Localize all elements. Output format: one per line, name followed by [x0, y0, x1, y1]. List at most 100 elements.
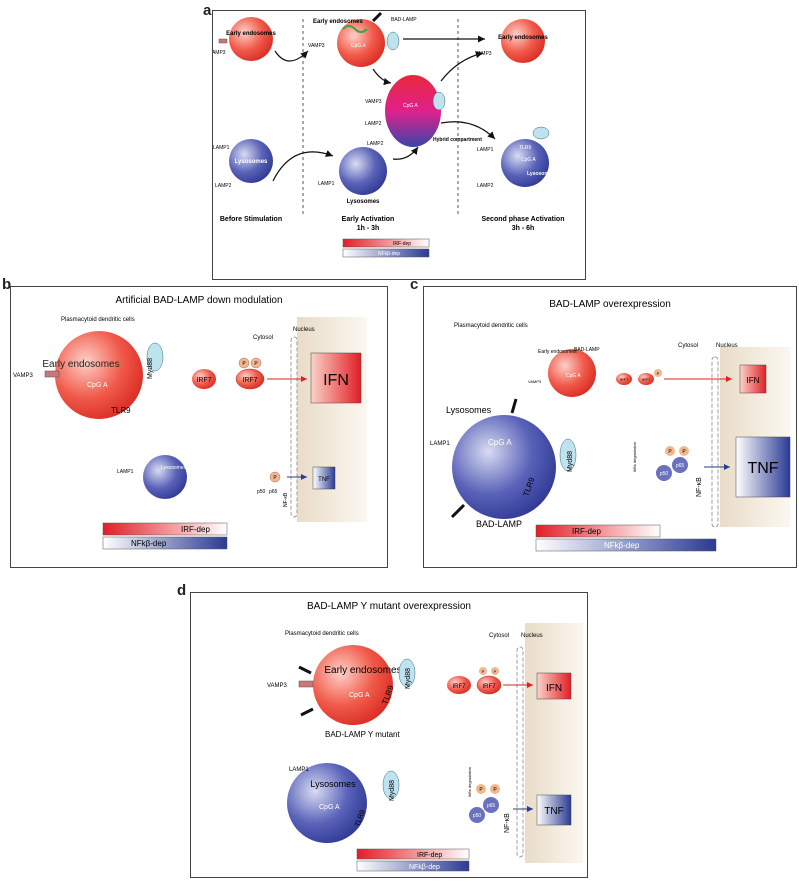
phospho-d1-label: P — [482, 669, 485, 674]
phospho-c1-label: P — [657, 371, 660, 376]
bad-lamp-bar-c2 — [510, 398, 518, 414]
lamp1-label-c: LAMP1 — [430, 441, 450, 447]
panel-c-title: BAD-LAMP overexpression — [549, 299, 671, 310]
lysosome-second — [501, 139, 549, 187]
vamp3-label-c: VAMP3 — [528, 379, 542, 384]
legend-nfkb-bar-d — [356, 860, 470, 872]
phospho-b1-label: P — [242, 361, 246, 367]
nuclear-membrane-b — [290, 336, 298, 518]
arrow-a7 — [440, 121, 496, 140]
cytosol-label-d: Cytosol — [489, 633, 509, 639]
degradation-d: IkBs degradation — [467, 767, 472, 797]
p65-label-c: p65 — [676, 463, 685, 469]
panel-b: Artificial BAD-LAMP down modulation Plas… — [10, 286, 388, 568]
irf7-b1-label: IRF7 — [196, 377, 211, 384]
lysosome-before — [229, 139, 273, 183]
lysosome-b — [143, 455, 187, 499]
legend-irf-label-b: IRF-dep — [181, 525, 210, 534]
bad-lamp-bar-c1 — [450, 503, 466, 519]
panel-a-diagram: Early endosomes VAMP3 Lysosomes LAMP1 LA… — [209, 11, 564, 258]
phospho-d2 — [491, 667, 499, 675]
p65-d — [483, 797, 499, 813]
panel-b-cells: Plasmacytoid dendritic cells — [61, 317, 135, 323]
early-endosome-second — [501, 19, 545, 63]
phospho-d4 — [490, 784, 500, 794]
early-endosome-second-label: Early endosomes — [498, 35, 548, 41]
ifn-label-c: IFN — [747, 376, 760, 385]
bad-lamp-bar — [371, 11, 383, 23]
phospho-c2-label: P — [668, 449, 672, 455]
legend-irf-bar — [342, 238, 430, 248]
lamp2-label-act: LAMP2 — [367, 141, 384, 147]
panel-b-diagram: Artificial BAD-LAMP down modulation Plas… — [13, 295, 367, 550]
vamp3-label-second: VAMP3 — [475, 51, 492, 57]
nuclear-membrane-d — [516, 646, 524, 858]
irf7-d2-label: IRF7 — [482, 684, 496, 690]
tnf-label-c: TNF — [747, 460, 778, 477]
vamp3-label-b: VAMP3 — [13, 373, 34, 379]
legend-nfkb-label-c: NFkβ-dep — [604, 541, 640, 550]
myd88-c — [559, 438, 577, 472]
vamp3-label-hybrid: VAMP3 — [365, 99, 382, 105]
cytosol-label-b: Cytosol — [253, 335, 273, 341]
arrow-a6 — [440, 51, 484, 82]
myd88-d — [398, 658, 416, 688]
p50-label-b: p50 — [257, 489, 266, 495]
cpg-a-b: CpG A — [87, 382, 108, 389]
p50-label-d: p50 — [473, 813, 482, 819]
phospho-c1 — [654, 369, 662, 377]
myd88-bubble-a1 — [386, 31, 400, 51]
bad-lamp-label-a: BAD-LAMP — [391, 17, 417, 23]
panel-c-diagram: BAD-LAMP overexpression Plasmacytoid den… — [430, 299, 791, 552]
phospho-b3 — [269, 471, 281, 483]
irf7-c2-label: IRF7 — [642, 377, 651, 382]
panel-d-diagram: BAD-LAMP Y mutant overexpression Plasmac… — [267, 601, 583, 872]
lysosome-activation — [339, 147, 387, 195]
legend-irf-label-c: IRF-dep — [572, 527, 601, 536]
legend-nfkb-label: NFkβ-dep — [378, 251, 400, 257]
mutant-bar-d2 — [300, 707, 314, 717]
arrow-a1 — [274, 50, 309, 62]
p65-c — [672, 457, 688, 473]
bad-lamp-strand — [342, 25, 368, 33]
p50-d — [469, 807, 485, 823]
mutant-label-d: BAD-LAMP Y mutant — [325, 730, 400, 739]
irf7-b2-label: IRF7 — [242, 377, 257, 384]
tlr9-label-second: TLR9 — [519, 145, 531, 151]
panel-a: Early endosomes VAMP3 Lysosomes LAMP1 LA… — [209, 10, 586, 280]
lysosome-d-label: Lysosomes — [310, 779, 356, 789]
legend-nfkb-bar-b — [102, 536, 228, 550]
legend-irf-label-d: IRF-dep — [417, 852, 442, 859]
before-stimulation-label: Before Stimulation — [220, 216, 282, 223]
legend-irf-bar-b — [102, 522, 228, 536]
early-endosome-c — [548, 349, 596, 397]
hybrid-compartment — [385, 75, 441, 147]
early-endosome-c-label: Early endosomes — [538, 349, 577, 355]
cpg-a-c2: CpG A — [488, 438, 512, 447]
cpg-a-label-second: CpG A — [521, 157, 536, 163]
myd88-label-c: Myd88 — [567, 451, 574, 472]
cpg-a-d2: CpG A — [319, 804, 340, 811]
vamp3-marker-b — [44, 370, 60, 378]
irf7-d1 — [447, 676, 471, 694]
degradation-c: IkBs degradation — [632, 442, 637, 472]
nfkb-label-c: NF-κB — [696, 477, 703, 497]
myd88-d2 — [382, 770, 400, 800]
legend-nfkb-bar — [342, 248, 430, 258]
p50-c — [656, 465, 672, 481]
early-endosome-d — [313, 645, 393, 725]
tnf-box-b — [312, 466, 336, 490]
vamp3-marker — [218, 38, 228, 44]
panel-d: BAD-LAMP Y mutant overexpression Plasmac… — [190, 592, 588, 878]
early-activation-time: 1h - 3h — [357, 225, 380, 232]
panel-c-cells: Plasmacytoid dendritic cells — [454, 323, 528, 329]
legend-nfkb-bar-c — [535, 538, 717, 552]
ifn-box-b — [310, 352, 362, 404]
phospho-c3 — [679, 446, 689, 456]
irf7-d2 — [476, 675, 502, 695]
tnf-box-c — [735, 436, 791, 498]
second-phase-time: 3h - 6h — [512, 225, 535, 232]
lamp2-label-before: LAMP2 — [215, 183, 232, 189]
bad-lamp-label-c2: BAD-LAMP — [476, 519, 522, 529]
arrow-a4 — [272, 150, 334, 182]
